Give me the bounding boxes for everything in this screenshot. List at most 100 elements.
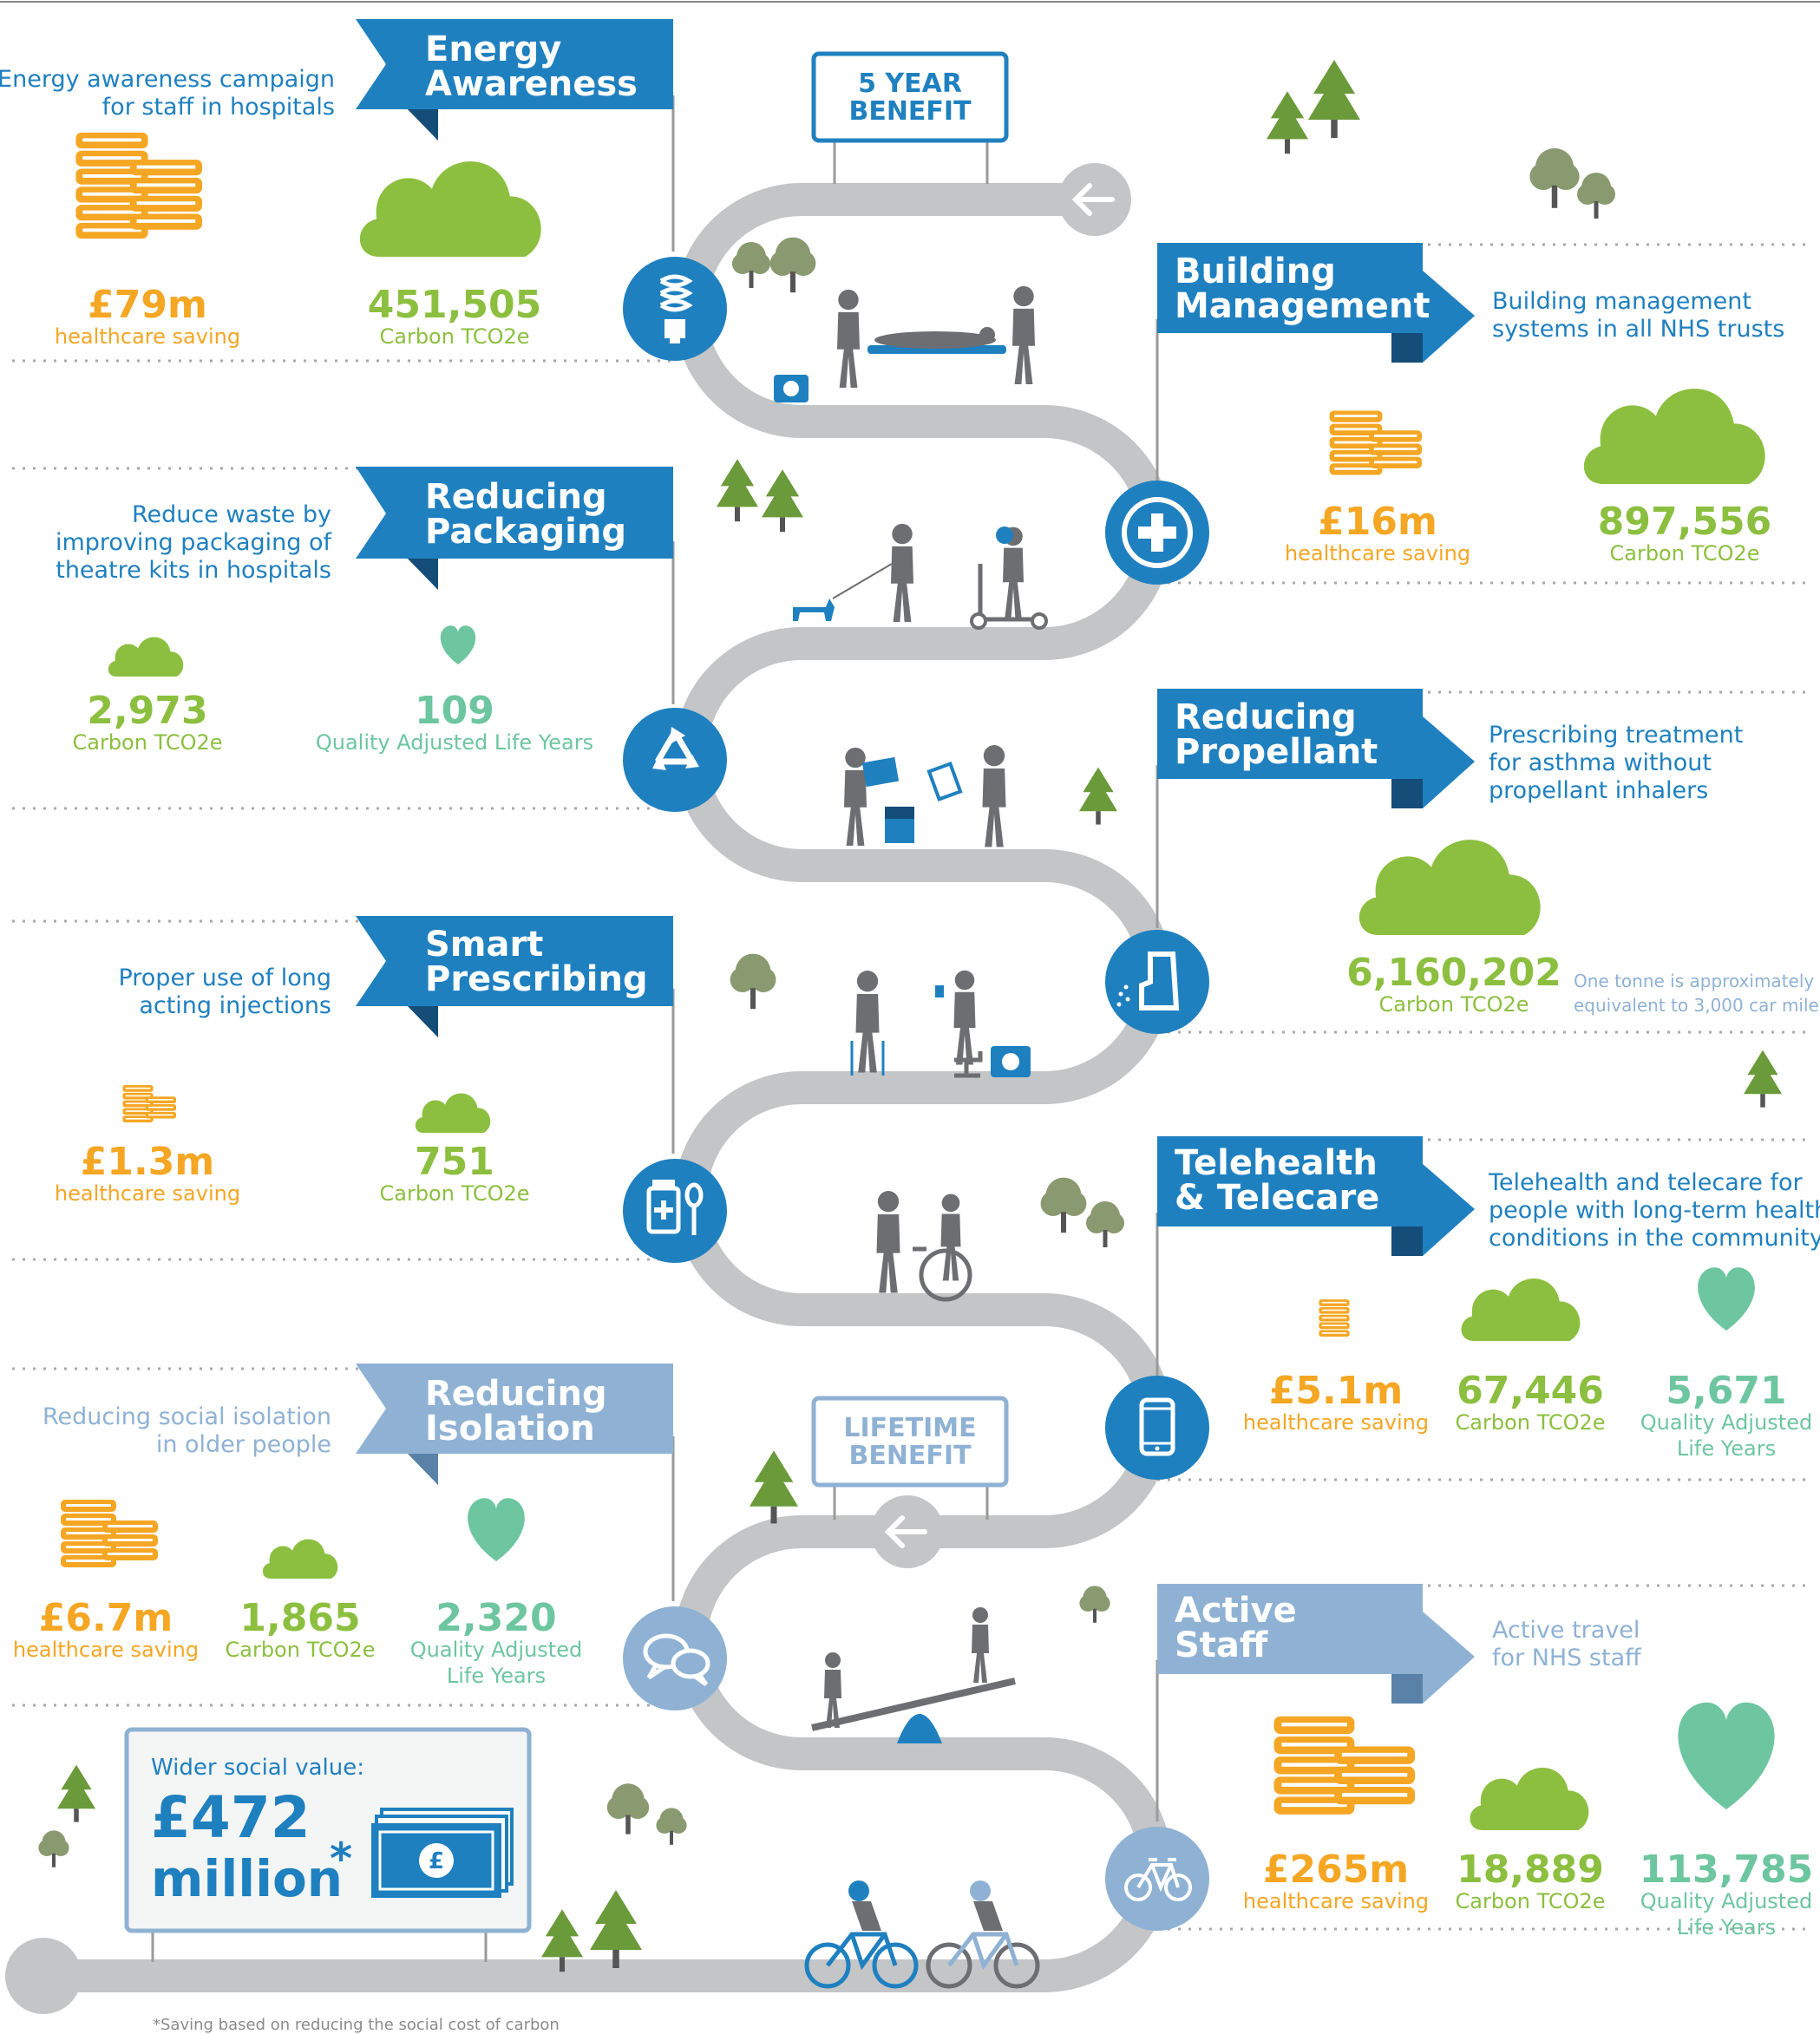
packaging-desc-1: Reduce waste by	[132, 501, 331, 528]
cloud-icon	[359, 161, 541, 257]
packaging-qaly-value: 109	[415, 689, 494, 733]
inhaler-icon	[1105, 930, 1209, 1034]
telehealth-saving-value: £5.1m	[1269, 1369, 1403, 1413]
five-year-benefit-sign: 5 YEAR BENEFIT	[811, 51, 1009, 184]
banner-propellant: Reducing Propellant	[1157, 689, 1475, 808]
isolation-saving-label: healthcare saving	[13, 1638, 199, 1662]
coin-stack-icon	[61, 1500, 158, 1567]
prescribing-carbon-value: 751	[415, 1140, 494, 1184]
isolation-qaly-label-1: Quality Adjusted	[410, 1638, 582, 1662]
building-desc-1: Building management	[1492, 288, 1751, 315]
active-carbon-label: Carbon TCO2e	[1455, 1889, 1605, 1913]
heart-icon	[468, 1498, 525, 1561]
cloud-icon	[262, 1539, 338, 1579]
medicine-bottle-spoon-icon	[623, 1159, 727, 1263]
inhaler-patient-illustration	[850, 970, 1031, 1078]
seesaw-illustration	[811, 1607, 1016, 1743]
active-qaly-value: 113,785	[1640, 1848, 1813, 1892]
five-year-benefit-line2: BENEFIT	[848, 96, 972, 127]
energy-title-2: Awareness	[425, 64, 638, 104]
prescribing-desc-1: Proper use of long	[118, 965, 331, 991]
prescribing-title-2: Prescribing	[425, 959, 648, 999]
active-carbon-value: 18,889	[1457, 1848, 1604, 1892]
banner-active: Active Staff	[1157, 1584, 1475, 1704]
building-desc-2: systems in all NHS trusts	[1492, 316, 1784, 343]
isolation-desc-1: Reducing social isolation	[43, 1403, 331, 1430]
propellant-desc-3: propellant inhalers	[1489, 777, 1708, 804]
energy-title-1: Energy	[425, 29, 561, 69]
telehealth-qaly-label-2: Life Years	[1677, 1436, 1776, 1461]
active-desc-2: for NHS staff	[1492, 1645, 1642, 1671]
stretcher-illustration	[774, 285, 1035, 402]
road-path	[43, 183, 1172, 1992]
isolation-qaly-value: 2,320	[435, 1596, 556, 1640]
propellant-carbon-label: Carbon TCO2e	[1378, 992, 1529, 1017]
medical-cross-icon	[1105, 481, 1209, 585]
energy-carbon-label: Carbon TCO2e	[379, 324, 529, 349]
isolation-qaly-label-2: Life Years	[447, 1664, 546, 1688]
isolation-title-1: Reducing	[425, 1374, 607, 1414]
cloud-icon	[1358, 840, 1541, 935]
isolation-desc-2: in older people	[156, 1431, 331, 1458]
packaging-title-2: Packaging	[425, 512, 626, 552]
building-carbon-label: Carbon TCO2e	[1609, 541, 1759, 566]
mobile-phone-icon	[1105, 1376, 1209, 1480]
prescribing-title-1: Smart	[425, 925, 543, 965]
five-year-benefit-line1: 5 YEAR	[858, 69, 962, 99]
banknote-icon: £	[371, 1808, 514, 1898]
cloud-icon	[1461, 1278, 1581, 1341]
lifetime-benefit-line1: LIFETIME	[843, 1413, 976, 1443]
propellant-note-2: equivalent to 3,000 car miles	[1574, 995, 1820, 1016]
cloud-icon	[1583, 389, 1765, 484]
recycle-icon	[623, 708, 727, 812]
isolation-carbon-value: 1,865	[239, 1596, 360, 1640]
telehealth-desc-2: people with long-term health	[1489, 1197, 1820, 1224]
cloud-icon	[415, 1093, 491, 1133]
social-value-billboard: Wider social value: £472 million * £	[124, 1727, 532, 1962]
prescribing-saving-value: £1.3m	[81, 1140, 214, 1184]
energy-saving-label: healthcare saving	[55, 324, 240, 349]
building-saving-value: £16m	[1318, 500, 1437, 544]
coin-stack-icon	[1273, 1716, 1415, 1815]
building-saving-label: healthcare saving	[1285, 541, 1470, 566]
isolation-carbon-label: Carbon TCO2e	[225, 1638, 375, 1662]
packaging-desc-3: theatre kits in hospitals	[56, 557, 331, 584]
coin-stack-icon	[1329, 410, 1422, 475]
telehealth-saving-label: healthcare saving	[1243, 1410, 1429, 1435]
coin-stack-icon	[122, 1085, 176, 1122]
active-qaly-label-1: Quality Adjusted	[1640, 1889, 1812, 1913]
coin-stack-icon	[75, 132, 202, 239]
active-saving-label: healthcare saving	[1243, 1889, 1429, 1913]
banner-isolation: Reducing Isolation	[356, 1364, 673, 1485]
prescribing-carbon-label: Carbon TCO2e	[379, 1181, 529, 1206]
propellant-title-2: Propellant	[1175, 732, 1378, 772]
telehealth-carbon-label: Carbon TCO2e	[1455, 1410, 1605, 1435]
telehealth-qaly-value: 5,671	[1666, 1369, 1786, 1413]
banner-packaging: Reducing Packaging	[356, 467, 673, 590]
packaging-carbon-value: 2,973	[87, 689, 207, 733]
telehealth-title-2: & Telecare	[1175, 1178, 1379, 1218]
lightbulb-icon	[623, 257, 727, 361]
social-value-asterisk: *	[330, 1834, 352, 1884]
arrow-left-icon	[884, 1515, 927, 1548]
coin-stack-icon	[1319, 1299, 1350, 1337]
cloud-icon	[108, 637, 184, 677]
packaging-desc-2: improving packaging of	[56, 529, 333, 556]
propellant-carbon-value: 6,160,202	[1346, 951, 1561, 995]
isolation-title-2: Isolation	[425, 1409, 595, 1449]
building-title-1: Building	[1175, 252, 1336, 291]
banner-telehealth: Telehealth & Telecare	[1157, 1136, 1475, 1256]
energy-carbon-value: 451,505	[368, 283, 541, 327]
active-qaly-label-2: Life Years	[1677, 1915, 1776, 1939]
prescribing-desc-2: acting injections	[139, 992, 331, 1019]
telehealth-qaly-label-1: Quality Adjusted	[1640, 1410, 1812, 1435]
building-title-2: Management	[1175, 286, 1430, 326]
building-carbon-value: 897,556	[1598, 500, 1771, 544]
active-title-2: Staff	[1175, 1625, 1268, 1665]
cloud-icon	[1470, 1767, 1589, 1830]
isolation-saving-value: £6.7m	[39, 1596, 173, 1640]
energy-desc-1: Energy awareness campaign	[0, 66, 335, 93]
wheelchair-illustration	[876, 1191, 972, 1302]
telehealth-desc-3: conditions in the community	[1489, 1225, 1820, 1252]
